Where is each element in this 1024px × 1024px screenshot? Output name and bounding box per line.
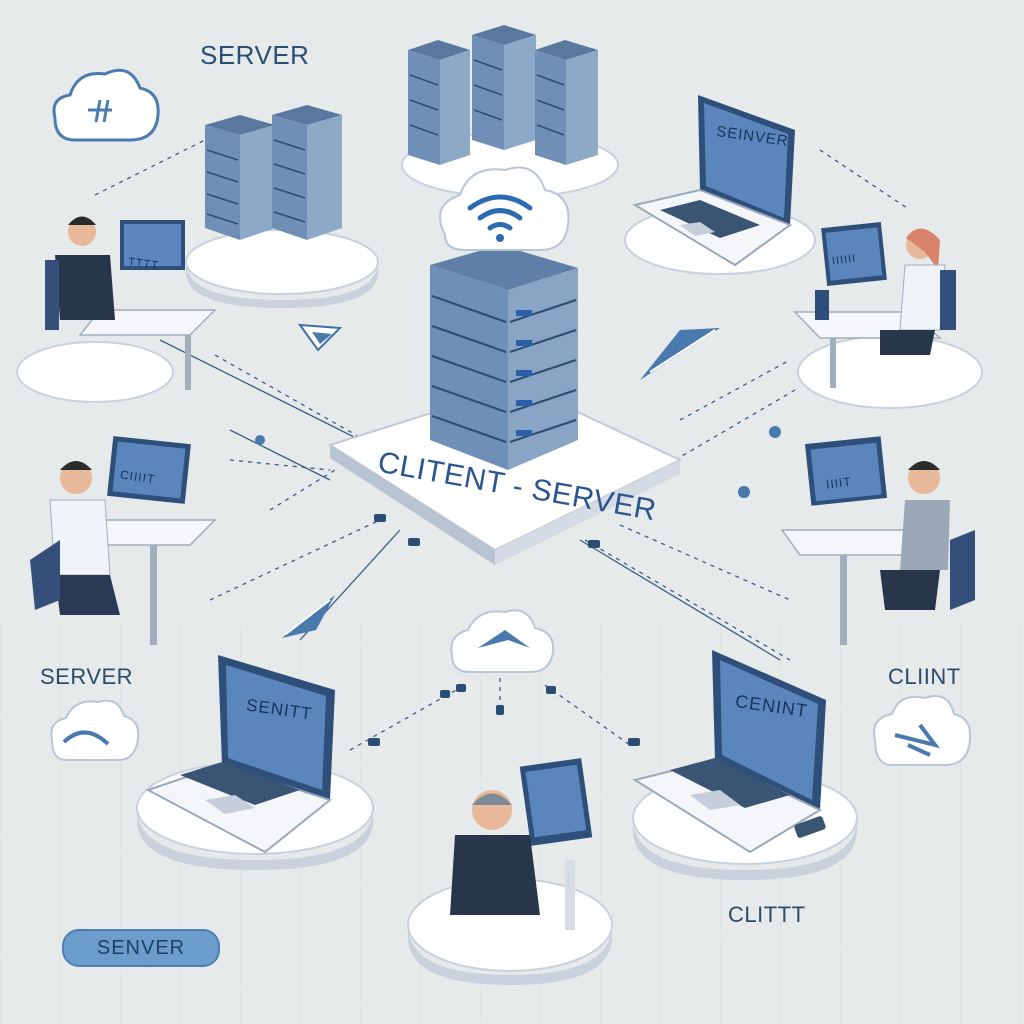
- person-desk-left-mid: [30, 436, 217, 645]
- label-server-pill: SENVER: [62, 929, 220, 967]
- laptop-bottom-right: [632, 650, 826, 854]
- central-server-tower: [430, 245, 578, 470]
- arrow-icon: [297, 323, 343, 352]
- arrow-icon: [640, 328, 720, 380]
- person-desk-right-top: [793, 222, 956, 388]
- wifi-cloud-icon: [439, 166, 570, 251]
- label-server-top: SERVER: [200, 40, 310, 70]
- server-rack-pair: [205, 105, 342, 240]
- cloud-icon: [873, 695, 972, 766]
- label-client-bottom: CLITTT: [728, 902, 806, 927]
- person-desk-right-mid: [780, 436, 975, 645]
- laptop-bottom-left: [145, 655, 335, 854]
- server-rack-trio: [408, 25, 598, 165]
- person-desk-bottom: [450, 758, 593, 930]
- laptop-top-right: [632, 95, 795, 267]
- label-client-right: CLIINT: [888, 664, 961, 689]
- arrow-icon: [282, 595, 335, 638]
- person-desk-left-top: [45, 216, 217, 390]
- cloud-icon: [450, 609, 555, 673]
- cloud-icon: [52, 68, 160, 142]
- label-server-left: SERVER: [40, 664, 134, 689]
- wifi-icon: [467, 194, 533, 231]
- cloud-icon: [50, 699, 140, 761]
- link-connectors: [255, 426, 781, 746]
